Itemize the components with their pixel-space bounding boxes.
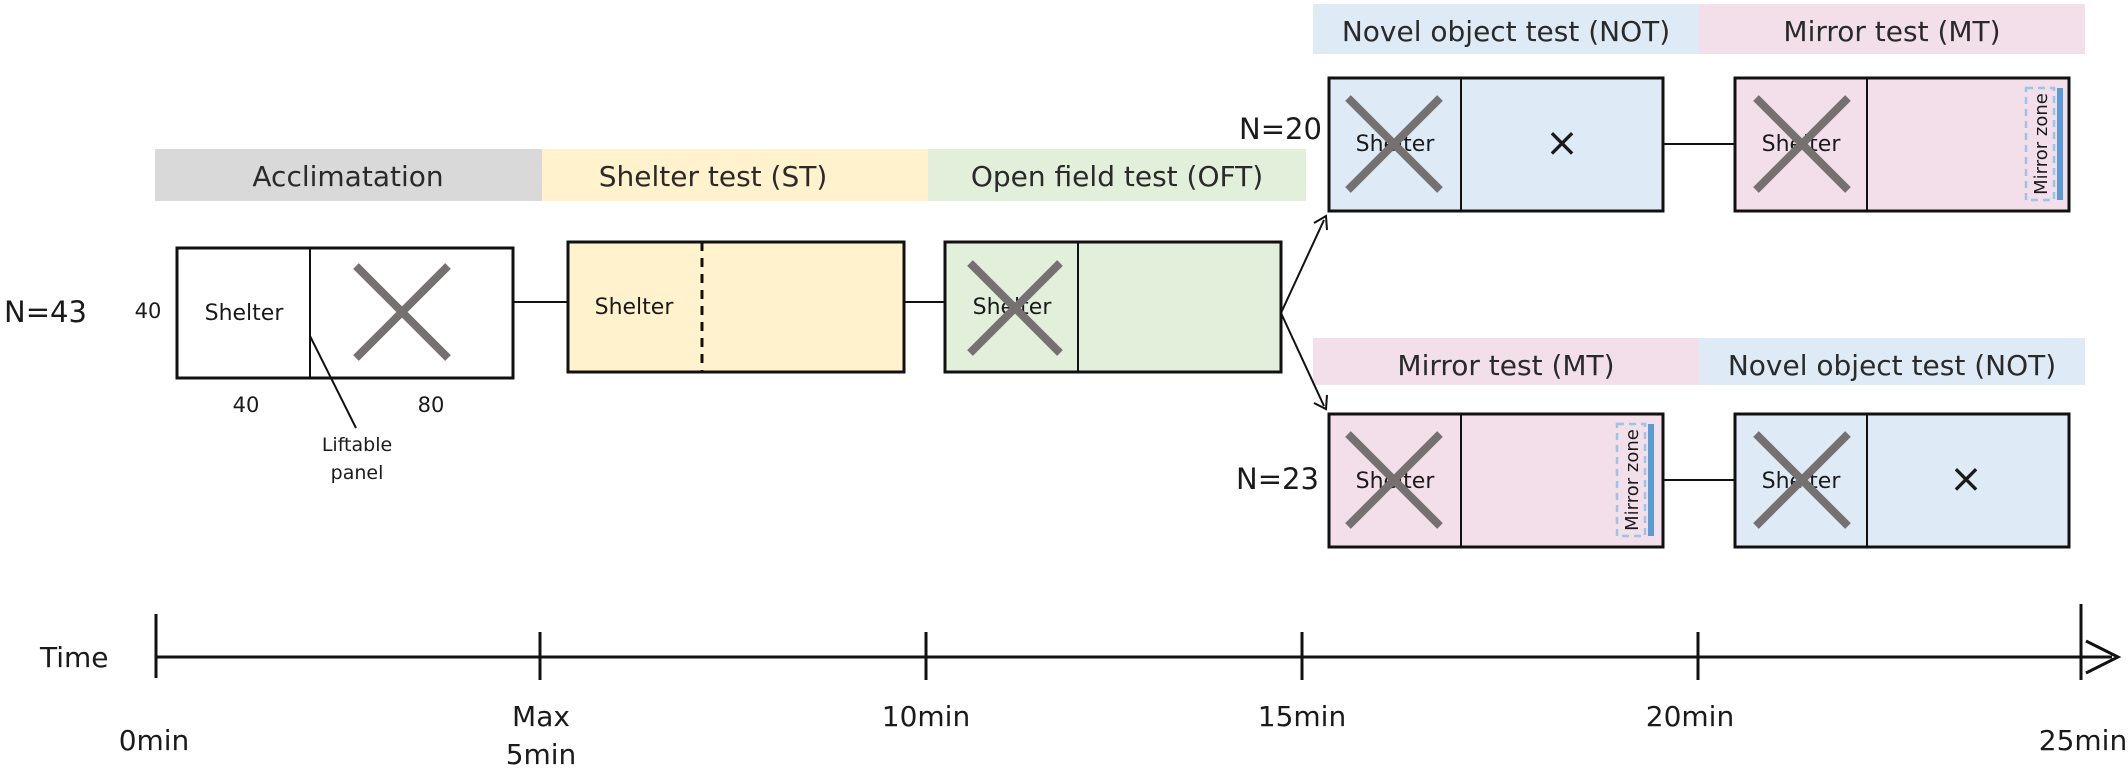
open-field-arena: Shelter	[943, 240, 1283, 374]
bottom-first-bar	[1313, 338, 1699, 385]
mirror-zone-label: Mirror zone	[2031, 93, 2052, 195]
lower-mirror-arena: Shelter Mirror zone	[1327, 412, 1665, 549]
tick-label-0min: 0min	[119, 724, 190, 757]
group-lower-label: N=23	[1236, 462, 1319, 496]
acclimatation-arena: Shelter 40 40 80 Liftable panel	[135, 246, 515, 484]
arena-width-dimension: 80	[418, 393, 445, 417]
upper-novel-object-arena: Shelter ×	[1327, 76, 1665, 213]
shelter-test-arena: Shelter	[566, 240, 906, 374]
tick-label-20min: 20min	[1646, 700, 1734, 733]
top-first-bar	[1313, 4, 1699, 54]
bottom-second-label: Novel object test (NOT)	[1728, 349, 2056, 382]
shelter-label: Shelter	[595, 295, 675, 320]
bottom-first-label: Mirror test (MT)	[1397, 349, 1614, 382]
lower-novel-object-arena: Shelter ×	[1733, 412, 2071, 549]
open-field-label: Open field test (OFT)	[971, 160, 1263, 193]
liftable-panel-label-line2: panel	[331, 462, 384, 484]
tick-label-25min: 25min	[2039, 724, 2127, 757]
liftable-panel-label-line1: Liftable	[322, 434, 392, 456]
branch-arrows	[1280, 214, 1328, 411]
mirror-zone-label: Mirror zone	[1622, 429, 1643, 531]
height-dimension: 40	[135, 299, 162, 323]
top-second-label: Mirror test (MT)	[1783, 15, 2000, 48]
bottom-second-bar	[1699, 338, 2085, 385]
acclimatation-label: Acclimatation	[252, 160, 443, 193]
top-second-bar	[1699, 4, 2085, 54]
novel-object-icon: ×	[1949, 456, 1983, 502]
tick-label-15min: 15min	[1258, 700, 1346, 733]
upper-mirror-arena: Shelter Mirror zone	[1733, 76, 2071, 213]
tick-label-5min: 5min	[506, 738, 577, 771]
shelter-width-dimension: 40	[233, 393, 260, 417]
top-first-label: Novel object test (NOT)	[1342, 15, 1670, 48]
tick-label-10min: 10min	[882, 700, 970, 733]
group-all-label: N=43	[4, 295, 87, 329]
mirror-zone	[1615, 422, 1647, 538]
open-field-bar	[928, 149, 1306, 201]
acclimatation-bar	[155, 149, 542, 201]
shelter-test-label: Shelter test (ST)	[599, 160, 828, 193]
tick-label-max: Max	[512, 700, 570, 733]
shelter-label: Shelter	[205, 301, 285, 326]
group-upper-label: N=20	[1239, 112, 1322, 146]
time-axis-label: Time	[39, 641, 109, 674]
shelter-test-bar	[542, 149, 928, 201]
novel-object-icon: ×	[1545, 120, 1579, 166]
timeline: Time 0min Max 5min 10min 15min 20min 25m…	[39, 604, 2127, 771]
timeline-arrowhead	[2085, 639, 2122, 675]
liftable-panel-pointer	[309, 335, 357, 429]
mirror-zone	[2024, 86, 2056, 202]
